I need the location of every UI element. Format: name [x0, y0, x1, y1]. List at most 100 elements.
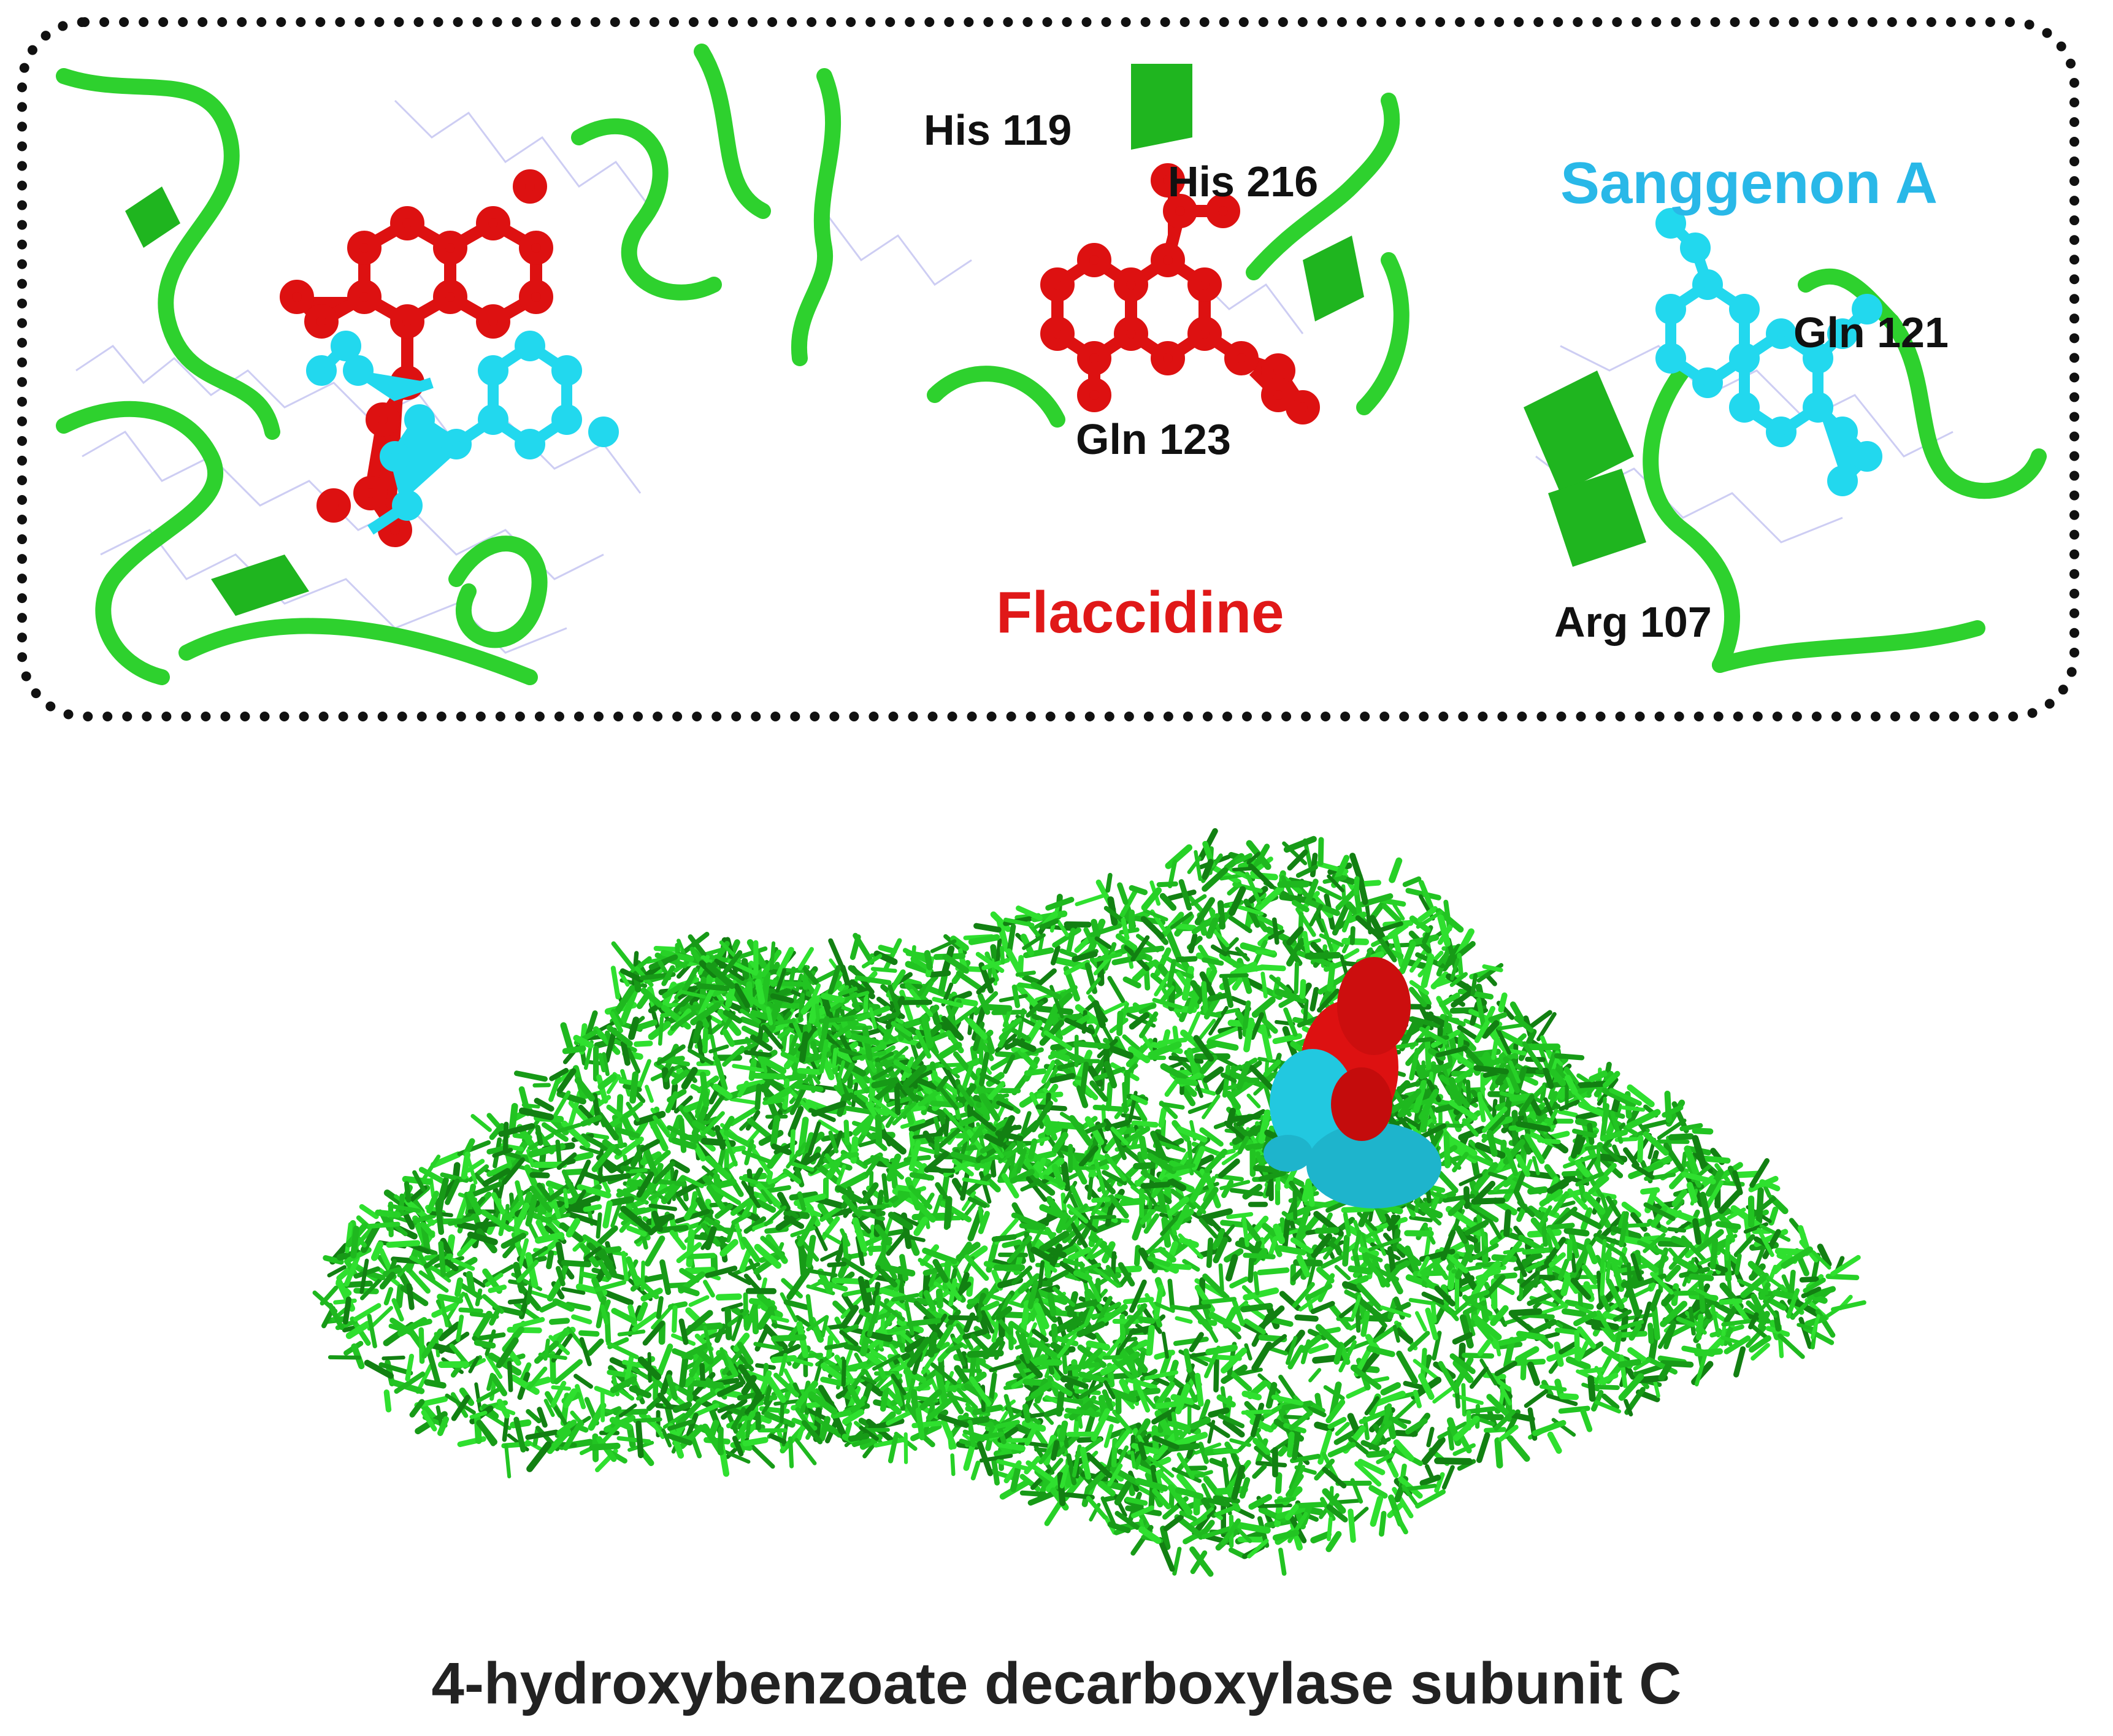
residue-stick [525, 1429, 559, 1440]
residue-stick [1349, 926, 1356, 945]
residue-stick [1573, 1311, 1598, 1326]
residue-stick [1496, 1282, 1515, 1296]
residue-stick [327, 1265, 347, 1278]
residue-stick [1159, 893, 1177, 911]
residue-stick [1138, 1003, 1157, 1014]
residue-stick [524, 1164, 542, 1197]
residue-stick [1421, 1436, 1446, 1465]
residue-stick [1102, 1389, 1114, 1411]
residue-stick [648, 954, 678, 970]
residue-stick [857, 1276, 870, 1313]
residue-stick [586, 1242, 613, 1267]
residue-stick [1515, 1154, 1531, 1177]
residue-stick [1421, 953, 1435, 988]
residue-stick [378, 1248, 393, 1272]
residue-stick [1609, 1088, 1642, 1106]
residue-stick [1160, 1063, 1192, 1084]
residue-stick [532, 1083, 551, 1088]
residue-stick [1528, 1319, 1557, 1337]
residue-stick [644, 1235, 665, 1267]
residue-stick [420, 1222, 435, 1239]
residue-stick [1146, 1153, 1176, 1174]
residue-stick [980, 1093, 1000, 1122]
residue-stick [1218, 1158, 1240, 1178]
residue-stick [1114, 1429, 1130, 1449]
residue-stick [1536, 1012, 1557, 1042]
residue-stick [1163, 1514, 1184, 1532]
residue-stick [744, 1139, 754, 1166]
residue-stick [991, 1457, 1000, 1486]
residue-stick [1563, 1227, 1590, 1237]
residue-stick [1130, 1185, 1149, 1200]
residue-stick [1167, 889, 1197, 901]
residue-stick [1751, 1196, 1776, 1217]
residue-stick [770, 993, 794, 1004]
residue-stick [1015, 1330, 1030, 1364]
residue-stick [1327, 1416, 1347, 1429]
residue-stick [1072, 951, 1098, 962]
residue-stick [945, 1343, 964, 1354]
residue-stick [1278, 996, 1296, 1008]
residue-stick [1010, 1466, 1021, 1492]
residue-stick [1777, 1333, 1805, 1359]
residue-stick [1498, 992, 1508, 1013]
residue-stick [929, 1046, 950, 1070]
residue-stick [1229, 1438, 1252, 1447]
residue-stick [552, 1090, 571, 1120]
residue-stick [1476, 997, 1486, 1029]
residue-stick [1700, 1155, 1731, 1164]
residue-stick [1246, 851, 1261, 865]
residue-stick [489, 1378, 497, 1401]
residue-stick [1797, 1323, 1816, 1331]
residue-stick [757, 1023, 764, 1044]
residue-stick [1546, 1393, 1578, 1407]
residue-stick [665, 1091, 678, 1113]
residue-stick [1248, 1257, 1254, 1283]
residue-stick [1074, 935, 1093, 953]
residue-stick [858, 1139, 880, 1148]
residue-stick [1078, 1145, 1099, 1168]
residue-stick [1065, 1299, 1100, 1312]
residue-stick [996, 1115, 1015, 1145]
residue-stick [1195, 1018, 1216, 1043]
residue-stick [989, 1359, 1021, 1372]
residue-stick [467, 1231, 498, 1245]
residue-stick [359, 1258, 369, 1294]
residue-stick [1471, 1243, 1499, 1261]
binding-site-panel: His 119 His 216 Gln 123 Gln 121 Arg 107 … [17, 17, 2079, 721]
residue-stick [678, 1318, 689, 1345]
residue-stick [842, 1062, 855, 1084]
residue-stick [1207, 1027, 1238, 1042]
residue-stick [1202, 859, 1214, 880]
residue-stick [827, 1261, 847, 1268]
residue-stick [1625, 1283, 1641, 1318]
residue-stick [1199, 971, 1218, 1001]
residue-stick [764, 1411, 796, 1428]
residue-stick [1229, 1188, 1264, 1197]
residue-stick [651, 1210, 663, 1232]
residue-stick [757, 1055, 787, 1075]
residue-stick [900, 999, 933, 1005]
residue-stick [1073, 1040, 1111, 1050]
residue-stick [912, 1132, 943, 1139]
residue-stick [1643, 1131, 1669, 1156]
residue-stick [575, 1189, 586, 1207]
residue-stick [1202, 957, 1224, 966]
residue-stick [1282, 939, 1303, 966]
residue-stick [562, 1188, 569, 1209]
residue-stick [1370, 1420, 1393, 1446]
residue-stick [973, 923, 1002, 933]
residue-stick [943, 1196, 953, 1229]
residue-stick [777, 1191, 791, 1212]
residue-stick [1772, 1289, 1798, 1300]
residue-stick [1325, 1531, 1342, 1553]
residue-stick [734, 946, 768, 961]
residue-stick [700, 1111, 725, 1137]
residue-stick [410, 1243, 431, 1254]
residue-stick [1498, 1424, 1519, 1442]
residue-stick [984, 1133, 1004, 1147]
residue-stick [458, 1282, 483, 1300]
residue-stick [1201, 981, 1208, 1014]
residue-stick [899, 1254, 909, 1281]
residue-stick [1052, 1286, 1075, 1307]
